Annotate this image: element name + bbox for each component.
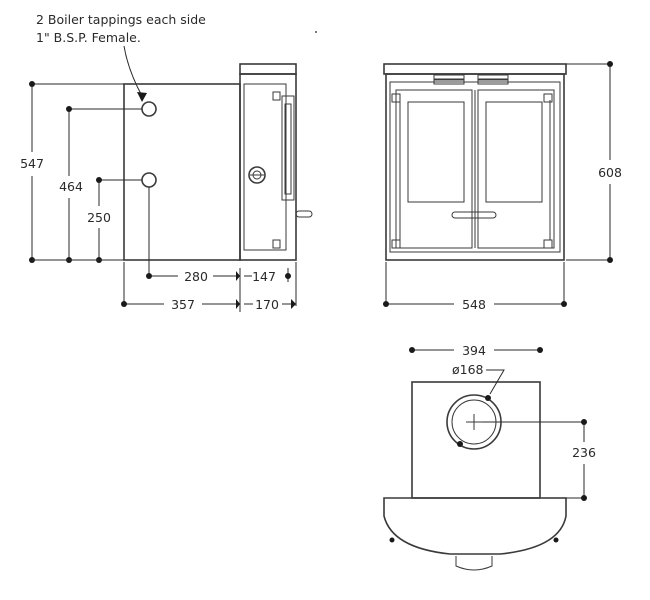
front-dimensions: 608 548 bbox=[383, 61, 622, 312]
side-lower-hinge bbox=[272, 239, 281, 249]
dim-flue-offset: 236 bbox=[572, 445, 596, 460]
side-glass-inner bbox=[284, 103, 292, 195]
dim-548-dot-right bbox=[561, 301, 567, 307]
dim-464-dot-top bbox=[66, 106, 72, 112]
side-door-frame bbox=[243, 83, 287, 251]
dim-147-dot-right bbox=[285, 273, 291, 279]
front-door-handle bbox=[451, 211, 497, 219]
dim-flue-leader bbox=[486, 369, 505, 395]
front-hinge-top-left bbox=[391, 93, 401, 103]
side-view bbox=[123, 63, 313, 261]
dim-394-dot-right bbox=[537, 347, 543, 353]
dim-height-total: 547 bbox=[20, 156, 44, 171]
dim-608-dot-top bbox=[607, 61, 613, 67]
side-upper-hinge bbox=[272, 91, 281, 101]
side-top-plate bbox=[239, 63, 297, 75]
note-line-2: 1" B.S.P. Female. bbox=[36, 30, 141, 45]
dim-height-lower-tapping: 250 bbox=[87, 210, 111, 225]
front-top-plate bbox=[383, 63, 567, 75]
air-vent-left-2 bbox=[433, 79, 465, 85]
dim-236-dot-top bbox=[581, 419, 587, 425]
dim-170-arrow bbox=[291, 299, 296, 309]
front-hinge-top-right bbox=[543, 93, 553, 103]
front-hinge-bottom-left bbox=[391, 239, 401, 249]
front-hinge-bottom-right bbox=[543, 239, 553, 249]
side-glass-profile bbox=[281, 95, 295, 201]
top-view bbox=[383, 381, 567, 571]
dim-394-dot-left bbox=[409, 347, 415, 353]
top-dimensions: 394 ø168 236 bbox=[409, 343, 596, 501]
dim-280-arrow bbox=[236, 271, 240, 281]
flue-dot-right bbox=[485, 395, 491, 401]
air-vent-left-1 bbox=[433, 74, 465, 80]
note-leader bbox=[123, 45, 143, 97]
top-body bbox=[411, 381, 541, 499]
note-line-1: 2 Boiler tappings each side bbox=[36, 12, 206, 27]
side-vertical-dimensions: 547 464 250 bbox=[20, 81, 142, 263]
side-horizontal-dimensions: 280 147 357 170 bbox=[121, 187, 297, 312]
stray-dot bbox=[315, 31, 317, 33]
flue-dot-left bbox=[457, 441, 463, 447]
dim-608-dot-bottom bbox=[607, 257, 613, 263]
dim-depth-front-total: 170 bbox=[255, 297, 279, 312]
top-foot-left bbox=[389, 537, 395, 543]
side-door-handle bbox=[295, 210, 313, 218]
side-air-control-knob bbox=[248, 166, 266, 184]
front-body bbox=[385, 73, 565, 261]
note-leader-arrow bbox=[137, 92, 147, 102]
dim-top-width: 394 bbox=[462, 343, 486, 358]
air-vent-right-1 bbox=[477, 74, 509, 80]
dim-547-dot-top bbox=[29, 81, 35, 87]
dim-250-dot-top bbox=[96, 177, 102, 183]
front-door-frame bbox=[389, 81, 561, 253]
left-door bbox=[395, 89, 473, 249]
dim-front-height: 608 bbox=[598, 165, 622, 180]
dim-357-dot-left bbox=[121, 301, 127, 307]
side-front-section bbox=[239, 73, 297, 261]
dim-depth-front-section: 147 bbox=[252, 269, 276, 284]
dim-548-dot-left bbox=[383, 301, 389, 307]
right-door-glass bbox=[485, 101, 543, 203]
dim-height-upper-tapping-label: 464 bbox=[59, 179, 83, 194]
dim-236-dot-bottom bbox=[581, 495, 587, 501]
air-vent-right-2 bbox=[477, 79, 509, 85]
front-view bbox=[383, 63, 567, 261]
top-front-plinth bbox=[383, 497, 567, 555]
lower-boiler-tapping bbox=[141, 172, 157, 188]
dim-280-dot-left bbox=[146, 273, 152, 279]
top-foot-right bbox=[553, 537, 559, 543]
left-door-glass bbox=[407, 101, 465, 203]
right-door bbox=[477, 89, 555, 249]
dim-357-arrow bbox=[236, 299, 240, 309]
dim-depth-tapping: 280 bbox=[184, 269, 208, 284]
top-handle-profile bbox=[455, 556, 493, 571]
dim-front-width: 548 bbox=[462, 297, 486, 312]
upper-boiler-tapping bbox=[141, 101, 157, 117]
dim-flue-diameter: ø168 bbox=[452, 362, 484, 377]
dim-depth-body: 357 bbox=[171, 297, 195, 312]
